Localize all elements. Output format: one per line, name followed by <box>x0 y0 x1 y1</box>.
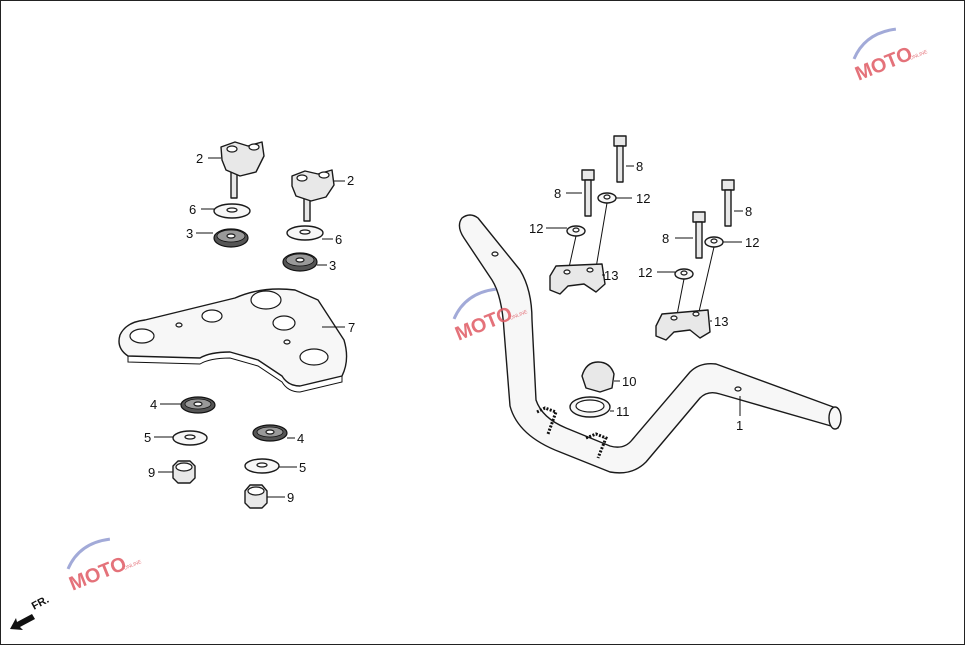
washer-5-left <box>172 430 208 446</box>
callout-labels: 2 2 6 3 6 3 7 4 5 4 5 9 9 8 8 12 12 13 8… <box>144 151 759 505</box>
washer-12-c <box>704 236 724 248</box>
callout-8: 8 <box>745 204 752 219</box>
watermark-bottom-left: MOTO ONLINE <box>66 537 143 596</box>
watermark-logo-text: MOTO <box>852 43 916 86</box>
rubber-bushing-3-left <box>213 228 249 248</box>
front-label: FR. <box>30 594 51 613</box>
washer-6-right <box>286 225 324 241</box>
callout-12: 12 <box>638 265 652 280</box>
watermark-top-right: MOTO ONLINE <box>852 27 929 86</box>
watermark-logo-sub: ONLINE <box>123 559 143 572</box>
bolt-8-a <box>613 135 627 183</box>
leader-lines <box>154 157 743 498</box>
bolt-8-c <box>721 179 735 227</box>
callout-2: 2 <box>347 173 354 188</box>
callout-8: 8 <box>662 231 669 246</box>
callout-6: 6 <box>335 232 342 247</box>
bolt-8-b <box>581 169 595 217</box>
handlebar-1 <box>458 214 842 474</box>
callout-6: 6 <box>189 202 196 217</box>
rubber-bushing-3-right <box>282 252 318 272</box>
ring-washer-11 <box>569 396 611 418</box>
washer-6-left <box>213 203 251 219</box>
callout-12: 12 <box>636 191 650 206</box>
moto-logo-icon <box>66 537 111 570</box>
moto-logo-icon <box>852 27 897 60</box>
callout-9: 9 <box>287 490 294 505</box>
callout-11: 11 <box>616 404 630 419</box>
callout-8: 8 <box>554 186 561 201</box>
rubber-bushing-4-left <box>180 396 216 414</box>
watermark-logo-sub: ONLINE <box>909 49 929 62</box>
callout-7: 7 <box>348 320 355 335</box>
front-arrow-icon <box>10 614 35 630</box>
callout-3: 3 <box>186 226 193 241</box>
callout-13: 13 <box>714 314 728 329</box>
handlebar-riser-left <box>220 141 265 199</box>
bolt-8-d <box>692 211 706 259</box>
callout-8: 8 <box>636 159 643 174</box>
washer-12-d <box>674 268 694 280</box>
washer-12-a <box>597 192 617 204</box>
callout-4: 4 <box>297 431 304 446</box>
moto-logo-icon <box>452 287 497 320</box>
callout-4: 4 <box>150 397 157 412</box>
upper-clamp-13-a <box>549 263 606 295</box>
callout-2: 2 <box>196 151 203 166</box>
callout-9: 9 <box>148 465 155 480</box>
callout-5: 5 <box>299 460 306 475</box>
washer-12-b <box>566 225 586 237</box>
callout-13: 13 <box>604 268 618 283</box>
upper-clamp-13-b <box>655 309 711 341</box>
callout-1: 1 <box>736 418 743 433</box>
callout-5: 5 <box>144 430 151 445</box>
front-indicator: FR. <box>10 594 51 630</box>
callout-3: 3 <box>329 258 336 273</box>
cap-nut-10 <box>581 361 615 393</box>
upper-bracket-7 <box>118 288 348 393</box>
callout-12: 12 <box>745 235 759 250</box>
watermark-logo-text: MOTO <box>66 553 130 596</box>
callout-10: 10 <box>622 374 636 389</box>
flange-nut-9-right <box>244 484 268 509</box>
callout-12: 12 <box>529 221 543 236</box>
rubber-bushing-4-right <box>252 424 288 442</box>
flange-nut-9-left <box>172 460 196 484</box>
handlebar-riser-right <box>291 169 335 222</box>
washer-5-right <box>244 458 280 474</box>
